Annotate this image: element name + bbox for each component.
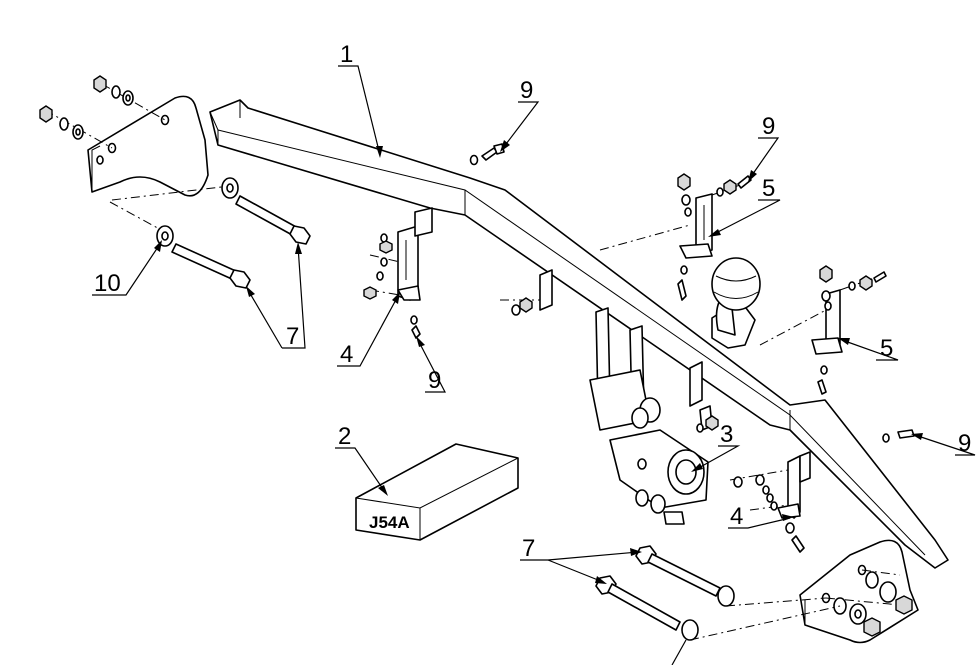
tow-ball-assembly (711, 257, 761, 349)
left-mounting-plate (87, 95, 209, 197)
label-part-4-right: 4 (730, 503, 743, 530)
label-part-7-left: 7 (286, 323, 299, 350)
bracket-left (363, 207, 433, 339)
label-part-3: 3 (720, 421, 733, 448)
bracket-right (729, 451, 811, 553)
bracket-lower-5 (759, 265, 881, 395)
label-part-9-mid: 9 (428, 367, 441, 394)
main-crossbar-beam (209, 99, 949, 569)
bolts-9 (469, 143, 915, 443)
label-part-10: 10 (94, 270, 121, 297)
box-code-label: J54A (369, 513, 410, 532)
label-part-5-upper: 5 (762, 175, 775, 202)
label-part-9-top: 9 (520, 77, 533, 104)
left-nuts-washers (39, 75, 231, 233)
label-part-9-right: 9 (958, 430, 971, 457)
label-part-1: 1 (340, 41, 353, 68)
label-part-2: 2 (338, 423, 351, 450)
parts-box: J54A (355, 443, 519, 541)
beam-tabs (500, 269, 719, 433)
right-mounting-plate (799, 539, 919, 644)
label-part-7-right: 7 (522, 535, 535, 562)
part-number-labels: 1 9 9 5 5 9 3 4 7 2 9 4 7 10 (94, 41, 971, 562)
leader-lines (92, 65, 976, 665)
label-part-9-upper-right: 9 (762, 113, 775, 140)
socket-holder-assembly (589, 307, 709, 525)
label-part-4-left: 4 (340, 341, 353, 368)
left-bolts (156, 177, 311, 289)
label-part-5-lower: 5 (880, 335, 893, 362)
bracket-upper-5 (599, 173, 741, 301)
